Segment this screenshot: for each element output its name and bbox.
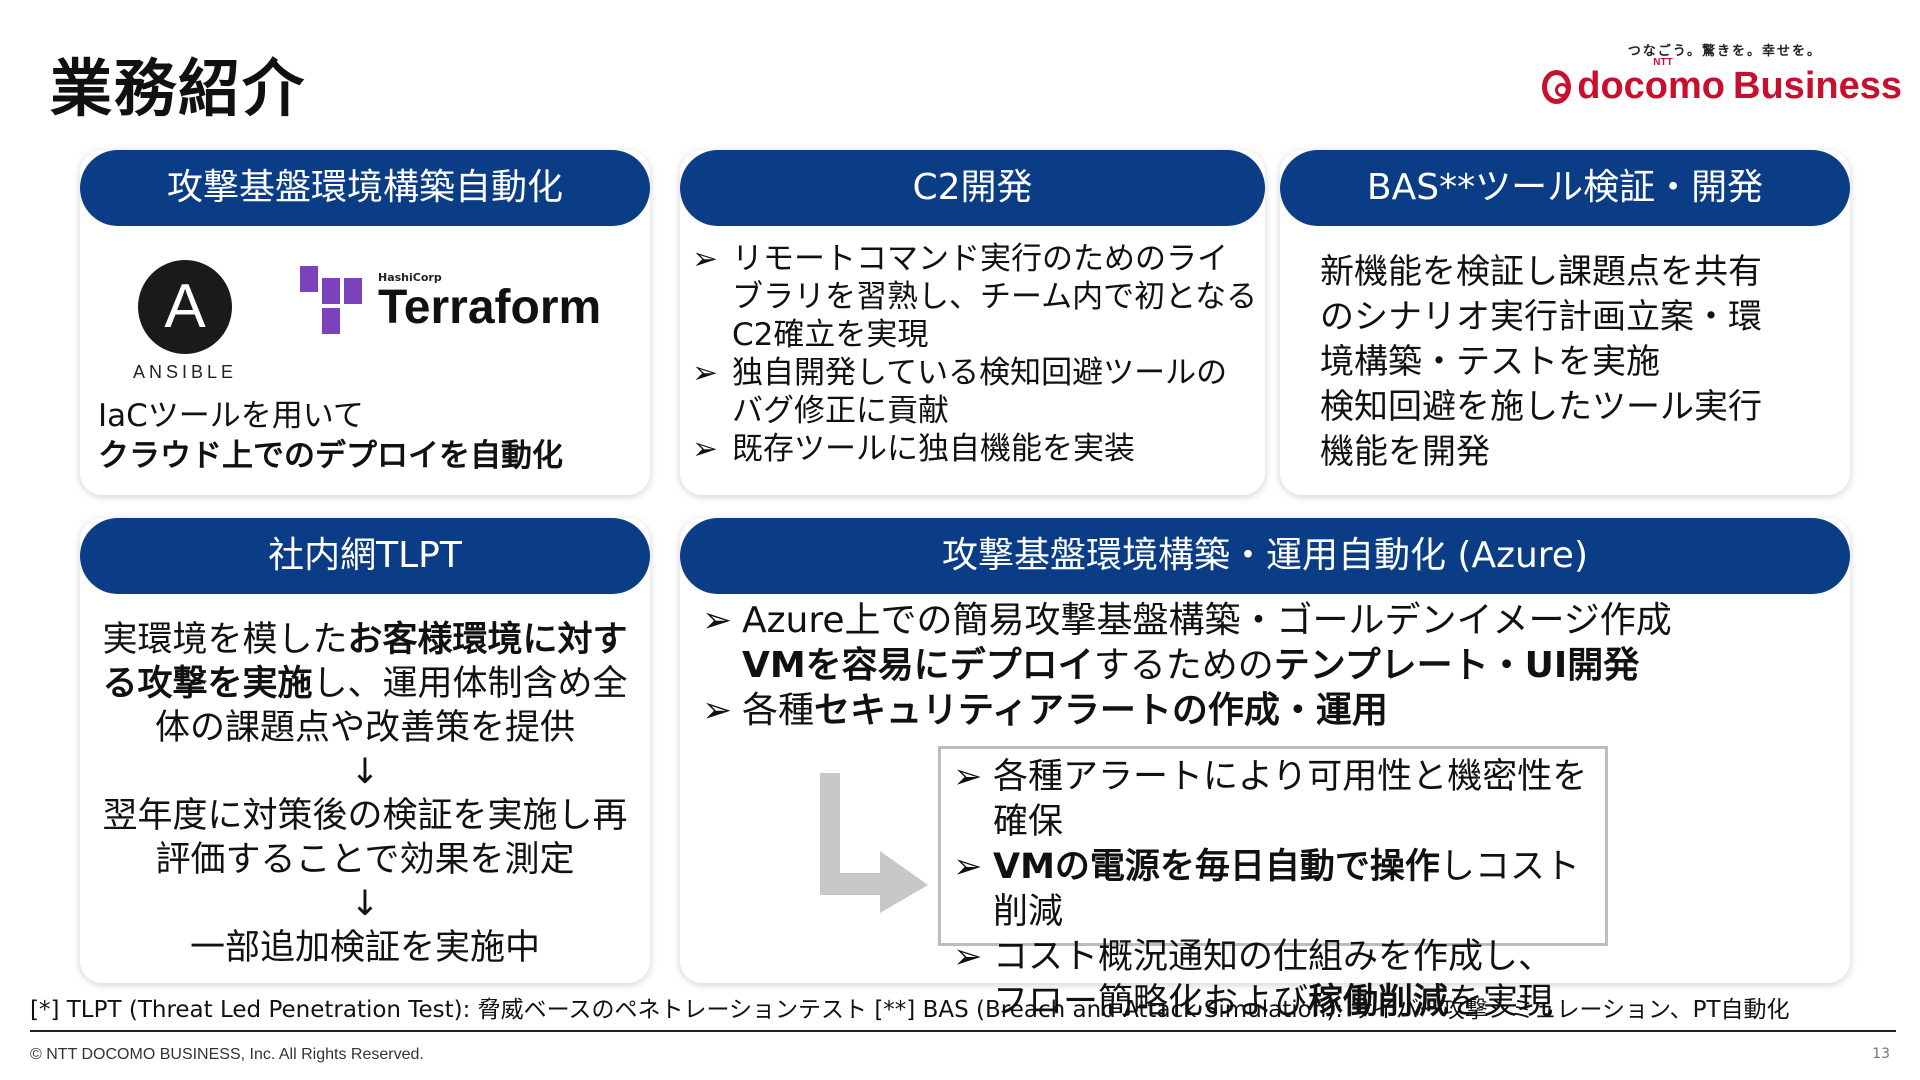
tlpt-description: 実環境を模したお客様環境に対する攻撃を実施し、運用体制含め全体の課題点や改善策を… (80, 618, 650, 970)
down-arrow-icon: ↓ (350, 884, 380, 924)
iac-description: IaCツールを用いて クラウド上でのデプロイを自動化 (98, 398, 563, 474)
card-internal-tlpt: 社内網TLPT 実環境を模したお客様環境に対する攻撃を実施し、運用体制含め全体の… (80, 518, 650, 983)
card-c2-development: C2開発 ➢リモートコマンド実行のためのライブラリを習熟し、チーム内で初となるC… (680, 150, 1265, 495)
ansible-label: ANSIBLE (132, 362, 238, 382)
list-item: ➢ 各種セキュリティアラートの作成・運用 (702, 690, 1388, 731)
list-item: ➢リモートコマンド実行のためのライブラリを習熟し、チーム内で初となるC2確立を実… (692, 241, 1258, 353)
card-bas-tool: BAS**ツール検証・開発 新機能を検証し課題点を共有 のシナリオ実行計画立案・… (1280, 150, 1850, 495)
copyright: © NTT DOCOMO BUSINESS, Inc. All Rights R… (30, 1046, 424, 1063)
ansible-logo: A ANSIBLE (125, 260, 245, 383)
bullet-arrow-icon: ➢ (692, 431, 718, 467)
list-item: ➢VMの電源を毎日自動で操作しコスト削減 (953, 847, 1580, 932)
c2-item-list: ➢リモートコマンド実行のためのライブラリを習熟し、チーム内で初となるC2確立を実… (688, 240, 1258, 468)
bullet-arrow-icon: ➢ (953, 937, 983, 977)
list-item: ➢既存ツールに独自機能を実装 (692, 431, 1135, 467)
down-arrow-icon: ↓ (350, 752, 380, 792)
list-item: ➢各種アラートにより可用性と機密性を確保 (953, 757, 1588, 842)
bullet-arrow-icon: ➢ (702, 690, 733, 731)
alert-detail-box: ➢各種アラートにより可用性と機密性を確保 ➢VMの電源を毎日自動で操作しコスト削… (938, 746, 1608, 1022)
bas-description: 新機能を検証し課題点を共有 のシナリオ実行計画立案・環 境構築・テストを実施 検… (1320, 252, 1762, 472)
card-title: C2開発 (680, 150, 1265, 226)
terraform-logo: HashiCorp Terraform (300, 266, 601, 336)
bullet-arrow-icon: ➢ (953, 847, 983, 887)
bullet-arrow-icon: ➢ (953, 757, 983, 797)
elbow-arrow-icon (820, 773, 928, 913)
ansible-icon: A (138, 260, 232, 354)
list-item: ➢独自開発している検知回避ツールのバグ修正に貢献 (692, 355, 1228, 429)
alert-detail-list: ➢各種アラートにより可用性と機密性を確保 ➢VMの電源を毎日自動で操作しコスト削… (949, 755, 1599, 1025)
list-item: ➢ Azure上での簡易攻撃基盤構築・ゴールデンイメージ作成 VMを容易にデプロ… (702, 600, 1672, 686)
bullet-arrow-icon: ➢ (692, 241, 718, 277)
docomo-logo-icon (1542, 69, 1572, 104)
bullet-arrow-icon: ➢ (692, 355, 718, 391)
card-azure-automation: 攻撃基盤環境構築・運用自動化 (Azure) ➢ Azure上での簡易攻撃基盤構… (680, 518, 1850, 1022)
azure-item-list: ➢ Azure上での簡易攻撃基盤構築・ゴールデンイメージ作成 VMを容易にデプロ… (698, 598, 1818, 733)
footnote: [*] TLPT (Threat Led Penetration Test): … (30, 997, 1790, 1023)
card-iac-automation: 攻撃基盤環境構築自動化 A ANSIBLE HashiCorp Terrafor… (80, 150, 650, 495)
bullet-arrow-icon: ➢ (702, 600, 733, 641)
footer-divider (30, 1030, 1896, 1032)
brand-ntt: NTT (1653, 57, 1673, 68)
terraform-icon (300, 266, 366, 336)
card-title: 攻撃基盤環境構築・運用自動化 (Azure) (680, 518, 1850, 594)
terraform-label: Terraform (378, 280, 602, 334)
brand-business: Business (1733, 65, 1902, 107)
card-title: 社内網TLPT (80, 518, 650, 594)
brand-tagline: つなごう。驚きを。幸せを。 (1627, 44, 1822, 59)
page-title: 業務紹介 (50, 52, 307, 125)
page-number: 13 (1872, 1046, 1890, 1062)
hashicorp-label: HashiCorp (378, 270, 442, 284)
card-title: 攻撃基盤環境構築自動化 (80, 150, 650, 226)
tool-logos: A ANSIBLE HashiCorp Terraform (80, 250, 650, 383)
list-item: ➢ コスト概況通知の仕組みを作成し、 フロー簡略化および稼働削減を実現 (953, 937, 1554, 1022)
card-title: BAS**ツール検証・開発 (1280, 150, 1850, 226)
